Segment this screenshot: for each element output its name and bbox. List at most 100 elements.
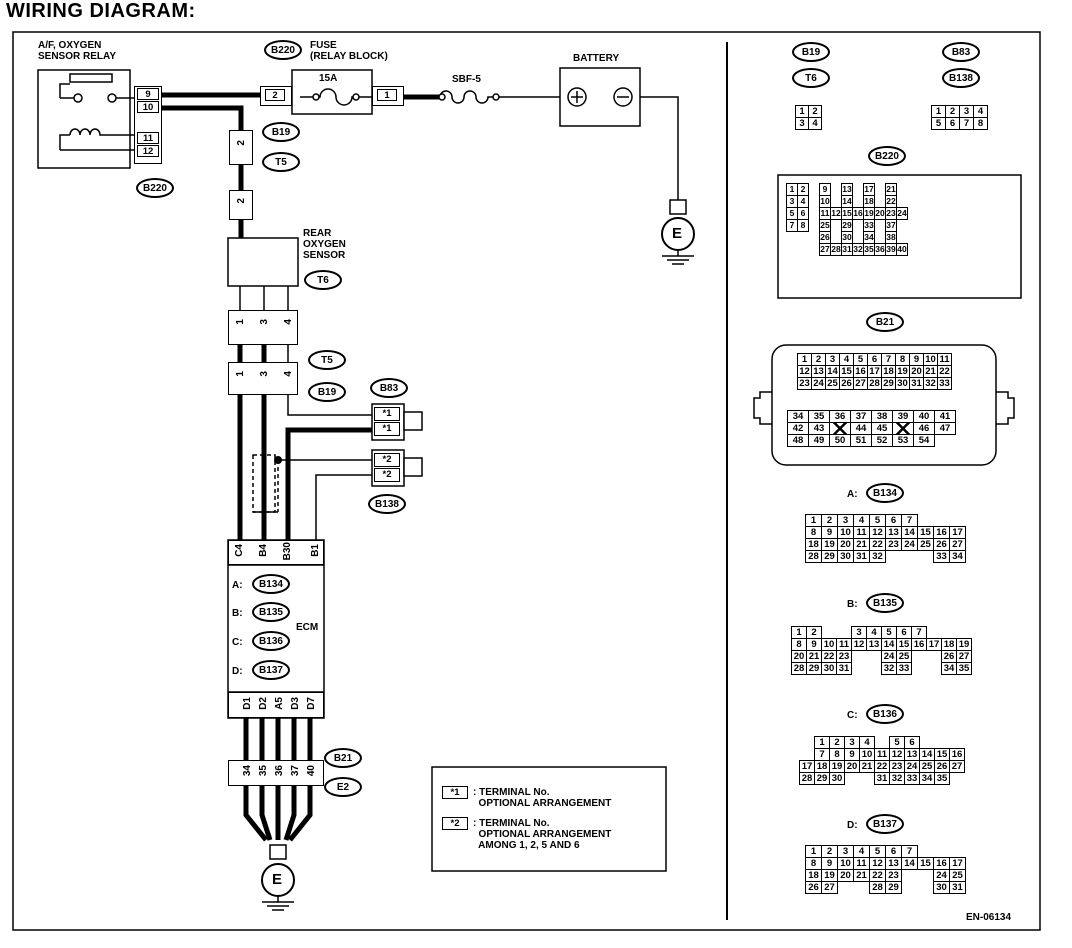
pin-cell: 3	[795, 117, 809, 130]
relay-connector: 9 10 11 12	[134, 86, 162, 164]
pin-cell	[782, 117, 796, 130]
pin-cell: 28	[799, 772, 815, 785]
fuse-label: FUSE (RELAY BLOCK)	[310, 40, 388, 62]
legend-text-2: : TERMINAL No. OPTIONAL ARRANGEMENT AMON…	[473, 818, 612, 851]
rp-b137: B137	[866, 814, 904, 834]
pin-cell	[821, 117, 835, 130]
rp-b83: B83	[942, 42, 980, 62]
connector-b220-relay: B220	[136, 178, 174, 198]
connector-t6: T6	[304, 270, 342, 290]
connector-b21: B21	[324, 748, 362, 768]
connector-b138: B138	[368, 494, 406, 514]
relay-label: A/F, OXYGEN SENSOR RELAY	[38, 40, 116, 62]
pin-cell: 29	[806, 662, 822, 675]
ecm-b137: B137	[252, 660, 290, 680]
pin-cell: 24	[896, 207, 908, 220]
relay-body	[37, 69, 131, 169]
pin-label: 4	[283, 319, 294, 325]
legend-box	[431, 766, 667, 872]
pin-label: 2	[265, 89, 285, 101]
connector-b83: B83	[370, 378, 408, 398]
pin-cell	[851, 662, 867, 675]
pin-cell: 31	[949, 881, 966, 894]
b19-pin-block: 2	[229, 130, 253, 165]
pin-cell: 17	[926, 638, 942, 651]
pin-label: 34	[242, 765, 253, 777]
b83-pin: *1	[374, 407, 400, 421]
pin-cell: 7	[786, 219, 798, 232]
pin-label: D3	[290, 697, 301, 710]
pin-cell: 29	[881, 377, 896, 390]
pin-cell: 35	[934, 772, 950, 785]
rp-b19: B19	[792, 42, 830, 62]
sbf-symbol	[439, 90, 560, 104]
rp-label-c: C:	[847, 710, 858, 721]
pin-cell: 2	[797, 183, 809, 196]
ecm-row-d: D:	[232, 666, 243, 677]
pin-cell: 31	[874, 772, 890, 785]
e2-connector: 34 35 36 37 40	[228, 760, 324, 786]
pin-cell: 6	[945, 117, 960, 130]
connector-b220-fuse: B220	[264, 40, 302, 60]
connector-b19-top: B19	[262, 122, 300, 142]
shield	[252, 454, 276, 513]
pin-cell: 31	[909, 377, 924, 390]
pin-cell: 28	[805, 550, 822, 563]
rp-b134: B134	[866, 483, 904, 503]
ecm-b134: B134	[252, 574, 290, 594]
pin-label: 1	[377, 89, 397, 101]
pin-label: 37	[290, 765, 301, 777]
fuse-rating: 15A	[319, 73, 338, 84]
pin-cell: 30	[895, 377, 910, 390]
pin-cell	[926, 662, 942, 675]
pin-cell: 23	[797, 377, 812, 390]
rp-b21: B21	[866, 312, 904, 332]
page-title: WIRING DIAGRAM:	[6, 0, 196, 22]
pin-cell: 28	[791, 662, 807, 675]
rp-label-b: B:	[847, 599, 858, 610]
pin-cell: 35	[956, 662, 972, 675]
pin-cell: 15	[917, 857, 934, 870]
pin-cell: 26	[839, 377, 854, 390]
relay-pin: 11	[137, 132, 159, 144]
connector-t5-top: T5	[262, 152, 300, 172]
pin-cell: 32	[881, 662, 897, 675]
ecm-row-a: A:	[232, 580, 243, 591]
pin-cell: 54	[913, 434, 935, 447]
diagram-frame	[12, 31, 1041, 931]
pin-cell: 5	[931, 117, 946, 130]
legend-key-1: *1	[442, 786, 468, 799]
b138-pin: *2	[374, 453, 400, 467]
ecm-b135: B135	[252, 602, 290, 622]
pin-cell: 32	[869, 550, 886, 563]
rp-b135: B135	[866, 593, 904, 613]
pin-cell: 30	[933, 881, 950, 894]
pin-cell: 12	[830, 207, 842, 220]
pin-label: 3	[259, 371, 270, 377]
pin-cell: 27	[853, 377, 868, 390]
battery-ground-label: E	[672, 225, 683, 242]
pin-cell: 25	[949, 869, 966, 882]
pin-cell: 26	[805, 881, 822, 894]
pin-cell	[911, 662, 927, 675]
pin-label: 36	[274, 765, 285, 777]
sbf-label: SBF-5	[452, 74, 481, 85]
pin-label: 3	[259, 319, 270, 325]
connector-t5: T5	[308, 350, 346, 370]
